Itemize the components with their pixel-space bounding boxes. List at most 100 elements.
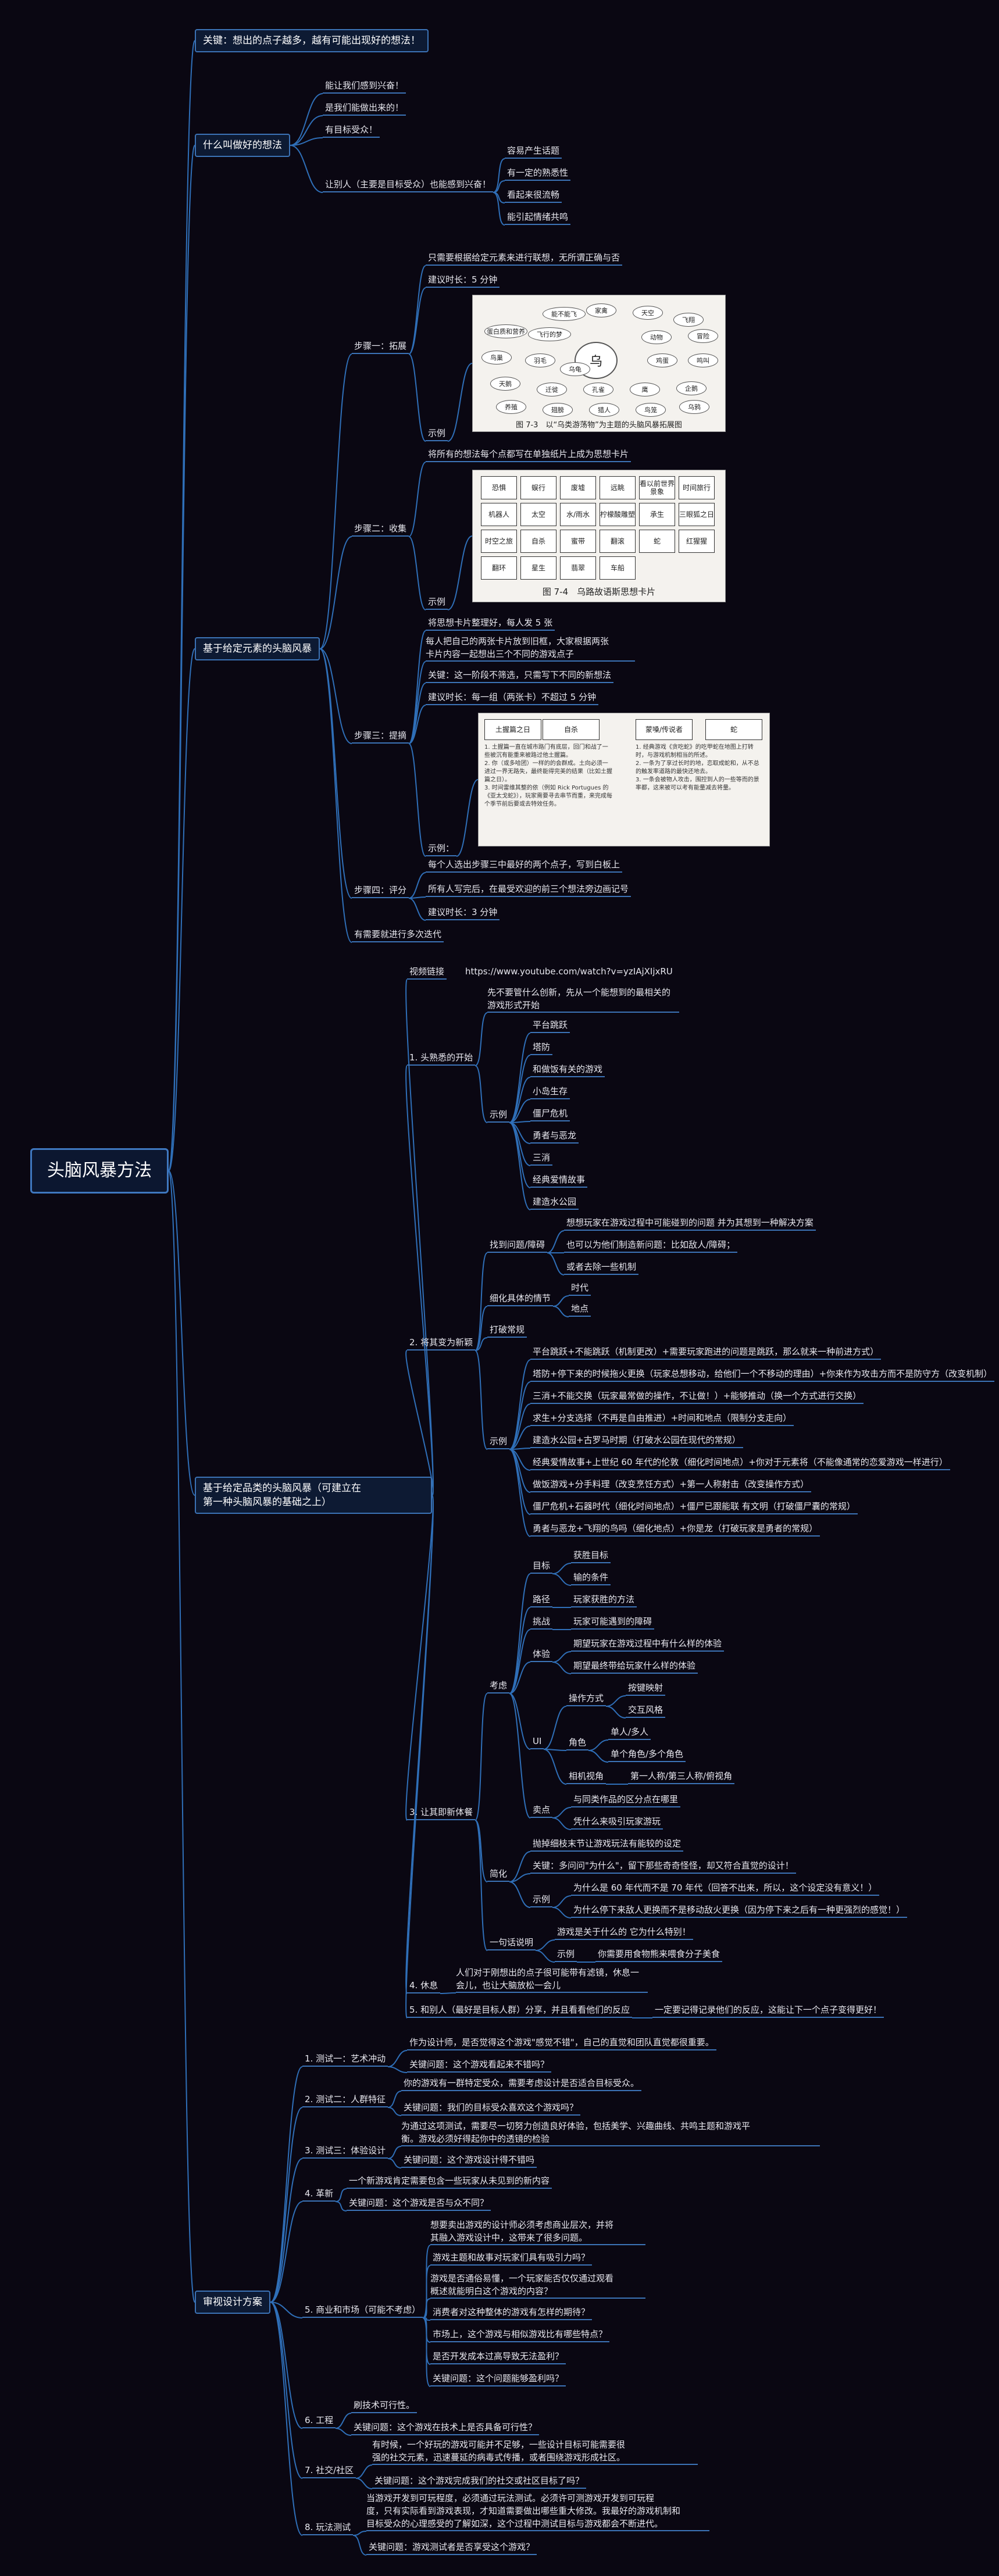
- goal-item-2[interactable]: 输的条件: [571, 1571, 611, 1585]
- sell-item-2[interactable]: 凭什么来吸引玩家游玩: [571, 1815, 663, 1830]
- phase1-item-5[interactable]: 僵尸危机: [530, 1107, 570, 1121]
- test5-item-1[interactable]: 想要卖出游戏的设计师必须考虑商业层次，并将其融入游戏设计中，这带来了很多问题。: [430, 2218, 645, 2245]
- step3-a[interactable]: 将思想卡片整理好，每人发 5 张: [426, 616, 555, 631]
- review-topic[interactable]: 审视设计方案: [195, 2291, 270, 2314]
- op-item-2[interactable]: 交互风格: [626, 1703, 666, 1718]
- step4-c[interactable]: 建议时长：3 分钟: [426, 906, 500, 920]
- operation-label[interactable]: 操作方式: [566, 1692, 606, 1706]
- key-topic[interactable]: 关键：想出的点子越多，越有可能出现好的想法！: [195, 29, 429, 52]
- test2-a[interactable]: 你的游戏有一群特定受众，需要考虑设计是否适合目标受众。: [401, 2077, 642, 2091]
- p2-ex-2[interactable]: 塔防+停下来的时候拖火更换（玩家总想移动，给他们一个不移动的理由）+你来作为攻击…: [530, 1367, 995, 1382]
- test6-a[interactable]: 刷技术可行性。: [351, 2399, 418, 2413]
- good-idea-topic[interactable]: 什么叫做好的想法: [195, 134, 290, 157]
- break-convention[interactable]: 打破常规: [487, 1323, 527, 1338]
- simplify-ex-1[interactable]: 为什么是 60 年代而不是 70 年代（回答不出来，所以，这个设定没有意义！）: [571, 1881, 880, 1896]
- phase1-a[interactable]: 先不要管什么创新，先从一个能想到的最相关的游戏形式开始: [487, 986, 679, 1013]
- test4-a[interactable]: 一个新游戏肯定需要包含一些玩家从未见到的新内容: [347, 2174, 552, 2189]
- step1-example[interactable]: 示例: [426, 427, 448, 441]
- one-liner-label[interactable]: 一句话说明: [487, 1936, 536, 1950]
- consider-label[interactable]: 考虑: [487, 1679, 510, 1693]
- path-value[interactable]: 玩家获胜的方法: [571, 1593, 637, 1607]
- phase3-label[interactable]: 3. 让其即新体餐: [407, 1806, 476, 1820]
- phase5-value[interactable]: 一定要记得记录他们的反应，这能让下一个点子变得更好！: [652, 2003, 884, 2018]
- phase5-label[interactable]: 5. 和别人（最好是目标人群）分享，并且看看他们的反应: [407, 2003, 633, 2018]
- test2-label[interactable]: 2. 测试二：人群特征: [302, 2093, 388, 2107]
- test1-label[interactable]: 1. 测试一：艺术冲动: [302, 2052, 388, 2067]
- phase1-item-8[interactable]: 经典爱情故事: [530, 1173, 588, 1188]
- selling-label[interactable]: 卖点: [530, 1803, 553, 1818]
- sell-item-1[interactable]: 与同类作品的区分点在哪里: [571, 1793, 681, 1807]
- test8-a[interactable]: 当游戏开发到可玩程度，必须通过玩法测试。必须许可测游戏开发到可玩程度，只有实际看…: [366, 2492, 709, 2531]
- op-item-1[interactable]: 按键映射: [626, 1681, 666, 1696]
- ui-label[interactable]: UI: [530, 1735, 544, 1749]
- role-item-2[interactable]: 单个角色/多个角色: [608, 1748, 686, 1762]
- good-item-4[interactable]: 让别人（主要是目标受众）也能感到兴奋！: [323, 178, 494, 192]
- step3-label[interactable]: 步骤三：提摘: [352, 729, 409, 744]
- video-link-url[interactable]: https://www.youtube.com/watch?v=yzIAjXIj…: [465, 966, 673, 977]
- phase4-a[interactable]: 人们对于刚想出的点子很可能带有滤镜，休息一会儿，也让大脑放松一会儿: [456, 1966, 648, 1993]
- p2-ex-8[interactable]: 僵尸危机+石器时代（细化时间地点）+僵尸已跟能联 有文明（打破僵尸囊的常规）: [530, 1500, 858, 1514]
- simplify-example[interactable]: 示例: [530, 1893, 553, 1907]
- good-item-1[interactable]: 能让我们感到兴奋！: [323, 79, 406, 94]
- phase1-item-4[interactable]: 小岛生存: [530, 1085, 570, 1099]
- good-sub-4[interactable]: 能引起情绪共鸣: [505, 210, 571, 225]
- p2-ex-1[interactable]: 平台跳跃+不能跳跃（机制更改）+需要玩家跑进的问题是跳跃，那么就来一种前进方式）: [530, 1345, 882, 1360]
- step2-example[interactable]: 示例: [426, 595, 448, 610]
- p2-ex-7[interactable]: 做饭游戏+分手料理（改变烹饪方式）+第一人称射击（改变操作方式）: [530, 1478, 812, 1492]
- test7-a[interactable]: 有时候，一个好玩的游戏可能并不足够，一些设计目标可能需要很强的社交元素，迅速蔓延…: [372, 2438, 698, 2465]
- p2-ex-9[interactable]: 勇者与恶龙+飞翔的鸟吗（细化地点）+你是龙（打破玩家是勇者的常规）: [530, 1522, 820, 1537]
- test1-b[interactable]: 关键问题：这个游戏看起来不错吗？: [407, 2058, 552, 2073]
- test3-b[interactable]: 关键问题：这个游戏设计得不错吗: [401, 2153, 537, 2168]
- step1-label[interactable]: 步骤一：拓展: [352, 340, 409, 354]
- simplify-label[interactable]: 简化: [487, 1867, 510, 1882]
- step3-b[interactable]: 每人把自己的两张卡片放到旧框，大家根据两张卡片内容一起想出三个不同的游戏点子: [426, 635, 635, 662]
- phase2-label[interactable]: 2. 将其变为新颖: [407, 1336, 476, 1350]
- simplify-a[interactable]: 抛掉细枝末节让游戏玩法有能较的设定: [530, 1837, 684, 1852]
- test4-b[interactable]: 关键问题：这个游戏是否与众不同？: [347, 2196, 491, 2211]
- step2-label[interactable]: 步骤二：收集: [352, 522, 409, 537]
- step3-d[interactable]: 建议时长：每一组（两张卡）不超过 5 分钟: [426, 691, 599, 705]
- camera-value[interactable]: 第一人称/第三人称/俯视角: [628, 1770, 735, 1784]
- step3-c[interactable]: 关键：这一阶段不筛选，只需写下不同的新想法: [426, 669, 614, 683]
- phase1-item-1[interactable]: 平台跳跃: [530, 1019, 570, 1033]
- test5-item-5[interactable]: 市场上，这个游戏与相似游戏比有哪些特点？: [430, 2328, 610, 2342]
- p2-ex-3[interactable]: 三消+不能交换（玩家最常做的操作，不让做！）+能够推动（换一个方式进行交换）: [530, 1389, 864, 1404]
- phase1-example[interactable]: 示例: [487, 1108, 510, 1123]
- test3-a[interactable]: 为通过这项测试，需要尽一切努力创造良好体验，包括美学、兴趣曲线、共鸣主题和游戏平…: [401, 2120, 820, 2146]
- good-item-2[interactable]: 是我们能做出来的！: [323, 101, 406, 116]
- test5-item-6[interactable]: 是否开发成本过高导致无法盈利？: [430, 2350, 566, 2364]
- step4-b[interactable]: 所有人写完后，在最受欢迎的前三个想法旁边画记号: [426, 883, 631, 897]
- find-item-2[interactable]: 也可以为他们制造新问题：比如敌人/障碍；: [564, 1238, 738, 1253]
- test6-b[interactable]: 关键问题：这个游戏在技术上是否具备可行性？: [351, 2421, 540, 2435]
- step1-b[interactable]: 建议时长：5 分钟: [426, 273, 500, 288]
- test6-label[interactable]: 6. 工程: [302, 2414, 336, 2428]
- step2-a[interactable]: 将所有的想法每个点都写在单独纸片上成为思想卡片: [426, 448, 631, 462]
- step3-example[interactable]: 示例：: [426, 842, 457, 856]
- test7-label[interactable]: 7. 社交/社区: [302, 2464, 356, 2478]
- phase4-label[interactable]: 4. 休息: [407, 1979, 441, 1993]
- p2-ex-5[interactable]: 建造水公园+古罗马时期（打破水公园在现代的常规）: [530, 1434, 743, 1448]
- experience-label[interactable]: 体验: [530, 1648, 553, 1662]
- phase2-example[interactable]: 示例: [487, 1435, 510, 1449]
- one-liner-example[interactable]: 示例: [555, 1948, 577, 1962]
- simplify-ex-2[interactable]: 为什么停下来敌人更换而不是移动敌火更换（因为停下来之后有一种更强烈的感觉！）: [571, 1903, 908, 1918]
- phase1-item-7[interactable]: 三消: [530, 1151, 553, 1166]
- test7-b[interactable]: 关键问题：这个游戏完成我们的社交或社区目标了吗？: [372, 2474, 587, 2489]
- goal-label[interactable]: 目标: [530, 1559, 553, 1574]
- p2-ex-4[interactable]: 求生+分支选择（不再是自由推进）+时间和地点（限制分支走向）: [530, 1412, 794, 1426]
- exp-item-2[interactable]: 期望最终带给玩家什么样的体验: [571, 1659, 698, 1674]
- good-sub-3[interactable]: 看起来很流畅: [505, 188, 562, 203]
- challenge-label[interactable]: 挑战: [530, 1615, 553, 1630]
- detail-item-2[interactable]: 地点: [569, 1302, 591, 1317]
- test5-item-2[interactable]: 游戏主题和故事对玩家们具有吸引力吗？: [430, 2251, 593, 2266]
- phase1-item-3[interactable]: 和做饭有关的游戏: [530, 1063, 605, 1077]
- phase1-item-2[interactable]: 塔防: [530, 1041, 553, 1055]
- step4-label[interactable]: 步骤四：评分: [352, 884, 409, 898]
- detail-plot[interactable]: 细化具体的情节: [487, 1292, 554, 1306]
- test5-item-7[interactable]: 关键问题：这个问题能够盈利吗？: [430, 2372, 566, 2386]
- phase1-item-9[interactable]: 建造水公园: [530, 1195, 579, 1210]
- test4-label[interactable]: 4. 革新: [302, 2187, 336, 2202]
- good-item-3[interactable]: 有目标受众！: [323, 123, 380, 138]
- goal-item-1[interactable]: 获胜目标: [571, 1549, 611, 1563]
- camera-label[interactable]: 相机视角: [566, 1770, 606, 1784]
